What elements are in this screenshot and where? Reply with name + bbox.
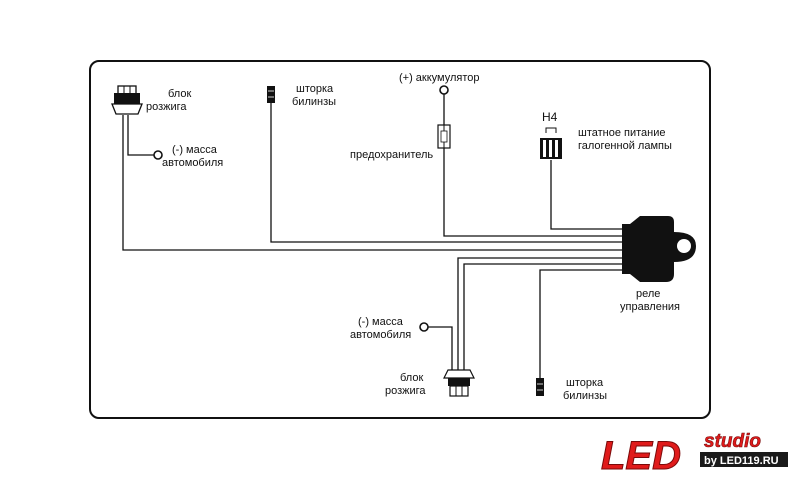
logo-studio-text: studio — [704, 431, 761, 452]
label-stock-power-2: галогенной лампы — [578, 140, 672, 152]
wire-h4 — [550, 160, 622, 230]
ledstudio-logo: LED studio by LED119.RU — [601, 431, 788, 479]
wire-shutter-top — [270, 103, 622, 243]
label-ignition-bottom-1: блок — [400, 372, 423, 384]
diagram-frame — [89, 60, 711, 419]
wire-ignition-bottom-a — [457, 257, 622, 370]
control-relay — [622, 216, 696, 282]
wire-ground-top — [127, 115, 154, 156]
logo-by-text: by LED119.RU — [704, 455, 779, 467]
logo-by-bar — [700, 452, 788, 467]
logo-led-text: LED — [601, 434, 681, 478]
label-ground-top-2: автомобиля — [162, 157, 223, 169]
label-h4: H4 — [542, 110, 558, 124]
fuse — [437, 124, 451, 149]
label-shutter-bottom-2: билинзы — [563, 390, 607, 402]
label-ground-top-1: (-) масса — [172, 144, 218, 156]
label-ground-bottom-2: автомобиля — [350, 329, 411, 341]
wire-ignition-top — [122, 115, 622, 251]
label-ignition-bottom-2: розжига — [385, 385, 426, 397]
battery-terminal — [439, 85, 449, 95]
label-shutter-top-2: билинзы — [292, 96, 336, 108]
label-relay-2: управления — [620, 301, 680, 313]
label-fuse: предохранитель — [350, 149, 433, 161]
shutter-connector-top — [267, 86, 275, 103]
ground-terminal-top — [153, 150, 163, 160]
label-ignition-top-1: блок — [168, 88, 191, 100]
shutter-connector-bottom — [536, 378, 544, 396]
wire-ground-bottom — [428, 326, 453, 370]
ignition-block-bottom — [443, 369, 475, 397]
wire-fuse — [443, 148, 622, 237]
ground-terminal-bottom — [419, 322, 429, 332]
label-shutter-bottom-1: шторка — [566, 377, 604, 389]
label-shutter-top-1: шторка — [296, 83, 334, 95]
label-ground-bottom-1: (-) масса — [358, 316, 404, 328]
label-stock-power-1: штатное питание — [578, 127, 666, 139]
label-relay-1: реле — [636, 288, 660, 300]
label-ignition-top-2: розжига — [146, 101, 187, 113]
ignition-block-top — [111, 85, 143, 115]
h4-connector — [540, 127, 562, 159]
wire-ignition-bottom-b — [463, 263, 622, 370]
label-battery: (+) аккумулятор — [399, 72, 480, 84]
wire-shutter-bottom — [539, 269, 622, 378]
